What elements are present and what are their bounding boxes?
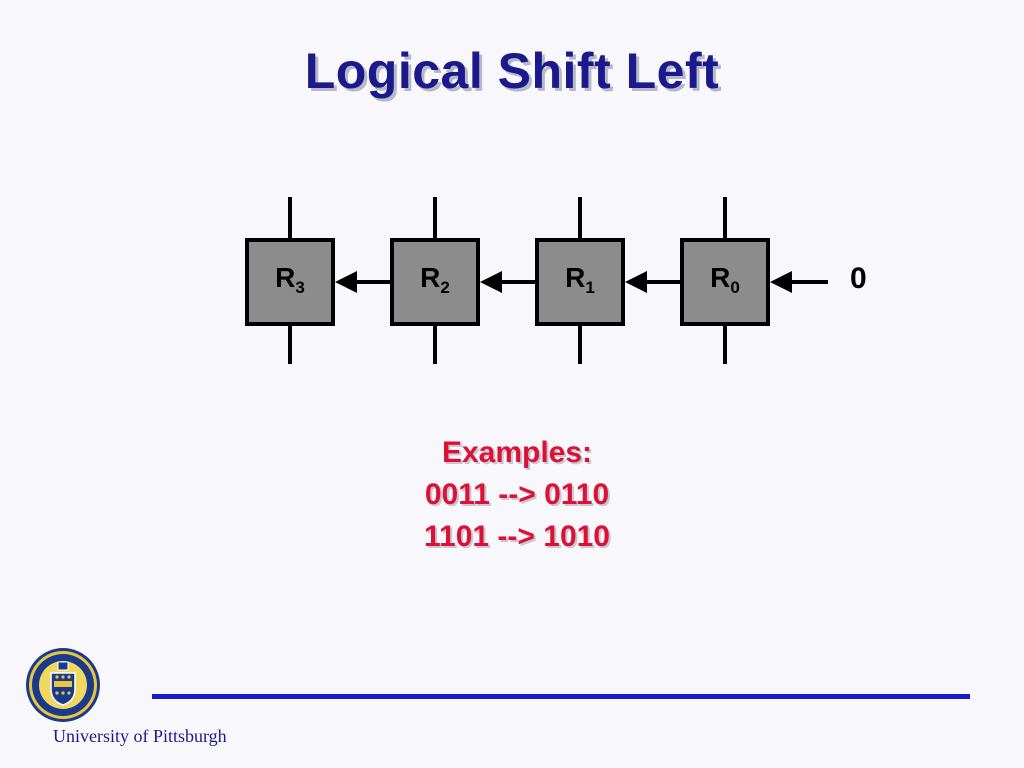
register-r0-label: R0: [710, 262, 740, 297]
arrow-r1-to-r2-head: [480, 271, 502, 293]
example-line-2: 1101 --> 1010: [424, 520, 610, 553]
register-r2-label: R2: [420, 262, 450, 297]
arrow-r0-to-r1-head: [625, 271, 647, 293]
slide-title: Logical Shift Left: [304, 43, 720, 99]
examples-block: Examples: 0011 --> 0110 1101 --> 1010: [0, 432, 1024, 558]
arrow-r2-to-r3-head: [335, 271, 357, 293]
register-r0-box: [680, 238, 770, 326]
university-name: University of Pittsburgh: [53, 726, 227, 746]
register-r3-label: R3: [275, 262, 305, 297]
shift-in-value: 0: [850, 262, 867, 295]
examples-heading: Examples:: [441, 436, 593, 469]
register-r1-label: R1: [565, 262, 595, 297]
university-seal-logo: [26, 648, 100, 722]
example-line-1: 0011 --> 0110: [424, 478, 610, 511]
footer-rule: [152, 694, 970, 699]
arrow-input-to-r0-head: [770, 271, 792, 293]
register-r3-box: [245, 238, 335, 326]
register-r2-box: [390, 238, 480, 326]
